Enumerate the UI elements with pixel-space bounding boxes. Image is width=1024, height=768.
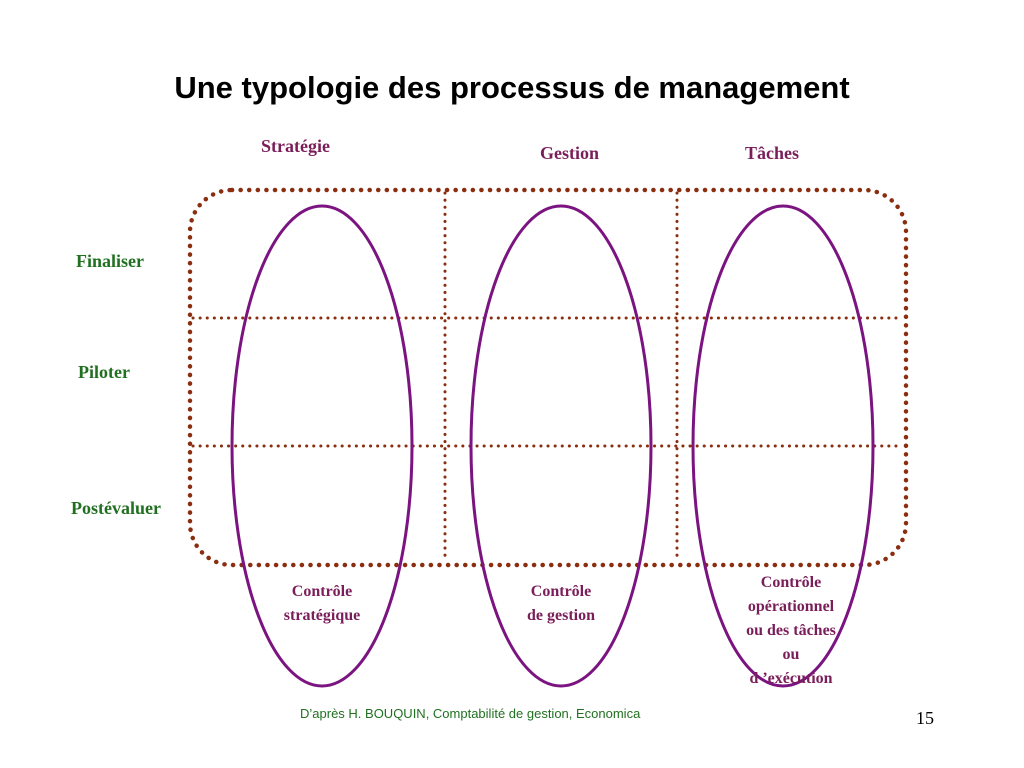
ellipse-operational-control (691, 204, 875, 688)
caption-line: opérationnel (747, 598, 835, 615)
row-label-piloter: Piloter (78, 362, 130, 382)
caption-management-control: Contrôle de gestion (501, 580, 621, 628)
column-header-gestion: Gestion (540, 143, 600, 163)
ellipse-strategic-control (230, 204, 414, 688)
slide-title: Une typologie des processus de managemen… (174, 70, 850, 105)
row-label-finaliser: Finaliser (76, 251, 144, 271)
grid-frame (187, 187, 909, 568)
column-header-strategie: Stratégie (261, 136, 330, 156)
caption-line: stratégique (283, 607, 361, 624)
row-label-postevaluer: Postévaluer (71, 498, 161, 518)
ellipse-management-control (469, 204, 653, 688)
source-citation: D’après H. BOUQUIN, Comptabilité de gest… (300, 706, 641, 721)
page-number: 15 (916, 708, 934, 728)
caption-line: Contrôle (760, 574, 822, 591)
caption-line: d ’exécution (749, 670, 833, 687)
caption-line: Contrôle (530, 583, 592, 600)
caption-line: Contrôle (291, 583, 353, 600)
caption-strategic-control: Contrôle stratégique (262, 580, 382, 628)
caption-line: ou des tâches (746, 622, 836, 639)
column-header-taches: Tâches (745, 143, 799, 163)
caption-line: ou (782, 646, 800, 663)
caption-operational-control: Contrôle opérationnel ou des tâches ou d… (721, 571, 861, 691)
caption-line: de gestion (527, 607, 595, 624)
